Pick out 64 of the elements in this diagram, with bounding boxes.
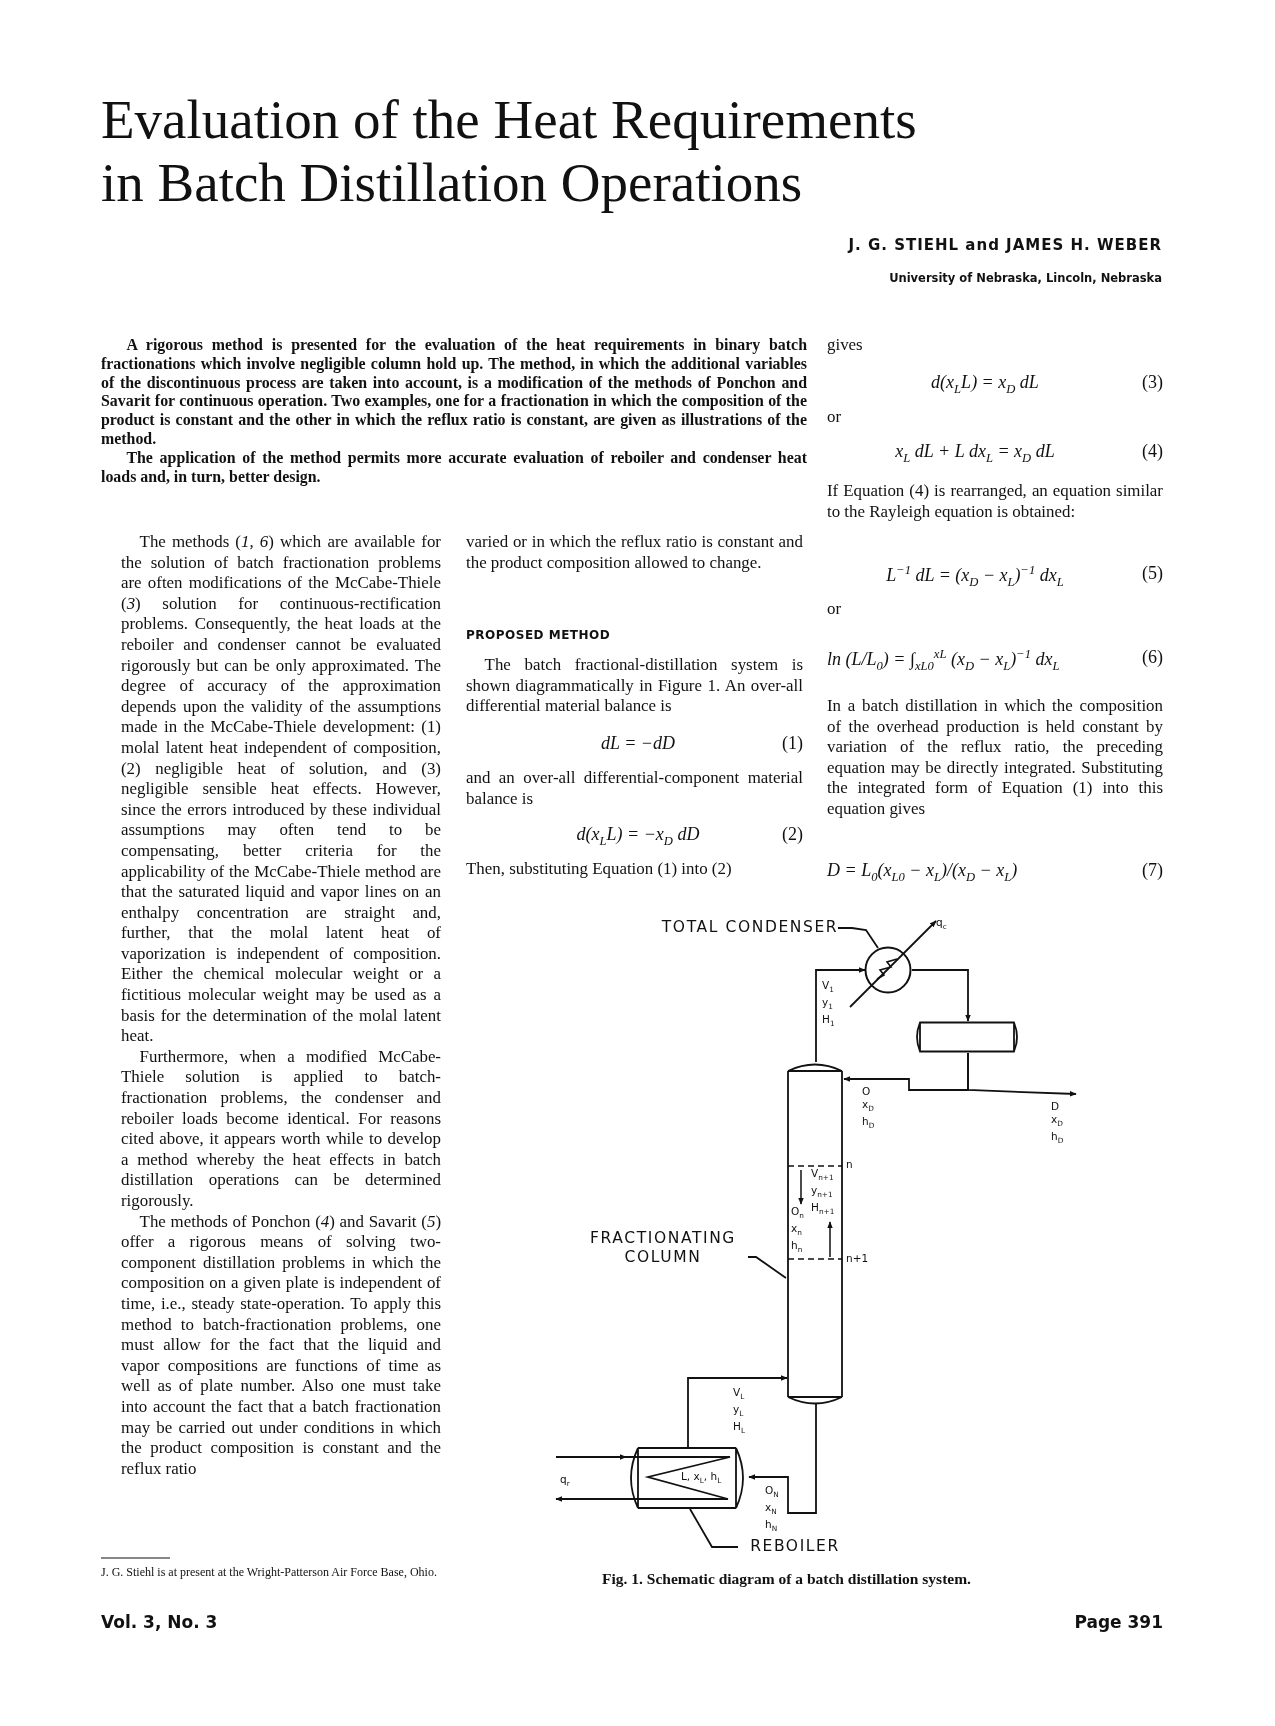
- figure-caption: Fig. 1. Schematic diagram of a batch distillation system.: [602, 1570, 972, 1588]
- component-label: REBOILER: [749, 1537, 841, 1556]
- pipe-arrow: [687, 1375, 788, 1448]
- component-label: TOTAL CONDENSER: [660, 918, 840, 937]
- pipe-arrow: [967, 1052, 1077, 1097]
- stream-label: V$_{1}$ y$_{1}$ H$_{1}$: [822, 979, 835, 1031]
- body-paragraph: and an over-all differential-component material balance is: [466, 768, 803, 810]
- equation: d(x$_{L}$L) = x$_{D}$ dL: [931, 372, 1039, 397]
- equation-number: (4): [1142, 441, 1163, 462]
- stream-label: O x$_{D}$ h$_{D}$: [862, 1085, 875, 1133]
- equation-number: (5): [1142, 563, 1163, 584]
- stream-label: O$_{N}$ x$_{N}$ h$_{N}$: [765, 1484, 779, 1536]
- stream-label: V$_{L}$ y$_{L}$ H$_{L}$: [733, 1386, 745, 1438]
- equation: ln (L/L$_{0}$) = ∫$_{xL0}$$^{xL}$ (x$_{D}$ − x$_{L}$)$^{−1}$ dx$_{L}$: [827, 647, 1060, 674]
- leader-line: [837, 927, 879, 949]
- body-paragraph: Then, substituting Equation (1) into (2): [466, 859, 733, 880]
- stream-label: O$_{n}$ x$_{n}$ h$_{n}$: [791, 1205, 804, 1257]
- body-paragraph: Furthermore, when a modified McCabe-Thiele solution is applied to batch-fractionation problems, the condenser and reboiler loads become identical. For reasons cited above, it appears worth while to develop a method whereby the heat effects in batch distillation operations can be determined rigorously.: [121, 1046, 441, 1212]
- leader-line: [747, 1256, 787, 1279]
- equation: dL = −dD: [601, 733, 675, 754]
- stream-label: q$_{r}$: [560, 1473, 570, 1489]
- body-paragraph: The methods (1, 6) which are available for the solution of batch fractionation problems are often modifications of the McCabe-Thiele (3) solution for continuous-rectification problems. Consequently, the heat loads at the reboiler and condenser cannot be evaluated rigorously but can be only approximated. The degree of accuracy of the approximation depends upon the validity of the assumptions made in the McCabe-Thiele development: (1) molal latent heat independent of composition, (2) negligible heat of solution, and (3) negligible sensible heat effects. However, since the errors introduced by these individual assumptions may often tend to be compensating, better criteria for the applicability of the McCabe-Thiele method are that the saturated liquid and vapor lines on an enthalpy concentration are straight and, further, that the molal latent heat of vaporization is independent of composition. Either the chemical molecular weight or a fictitious molecular weight may be used as a basis for the determination of the molal latent heat.: [121, 532, 441, 1047]
- pipe-arrow: [911, 969, 971, 1022]
- heat-exchanger-symbol: [864, 946, 912, 994]
- equation-number: (2): [782, 824, 803, 845]
- heat-flow-arrow: [849, 920, 937, 1008]
- body-paragraph: The batch fractional-distillation system is shown diagrammatically in Figure 1. An over-all differential material balance is: [466, 655, 803, 717]
- equation-number: (6): [1142, 647, 1163, 668]
- body-paragraph: In a batch distillation in which the composition of the overhead production is held constant by variation of the reflux ratio, the preceding equation may be directly integrated. Substituting the integrated form of Equation (1) into this equation gives: [827, 696, 1163, 820]
- equation: d(x$_{L}$L) = −x$_{D}$ dD: [576, 824, 700, 849]
- leader-line: [689, 1508, 739, 1548]
- stream-label: V$_{n+1}$ y$_{n+1}$ H$_{n+1}$: [811, 1167, 835, 1219]
- abstract-paragraph: A rigorous method is presented for the evaluation of the heat requirements in binary batch fractionations which involve negligible column hold up. The method, in which the additional variables of the discontinuous process are taken into account, is a modification of the methods of Ponchon and Savarit for continuous operation. Two examples, one for a fractionation in which the composition of the product is constant and the other in which the reflux ratio is constant, are given as illustrations of the method.: [101, 336, 807, 449]
- equation-number: (3): [1142, 372, 1163, 393]
- pipe-arrow: [555, 1496, 627, 1502]
- reflux-drum: [913, 1021, 1021, 1053]
- body-text: or: [827, 407, 842, 428]
- body-paragraph: If Equation (4) is rearranged, an equation similar to the Rayleigh equation is obtained:: [827, 481, 1163, 523]
- plate-label: n: [846, 1158, 853, 1170]
- article-title: Evaluation of the Heat Requirements in Batch Distillation Operations: [101, 88, 918, 214]
- body-text: or: [827, 599, 842, 620]
- pipe-arrow: [748, 1403, 817, 1514]
- plate-label: n+1: [846, 1252, 869, 1264]
- author-line: J. G. STIEHL and JAMES H. WEBER: [846, 236, 1162, 254]
- component-label: FRACTIONATING COLUMN: [589, 1229, 737, 1267]
- reboiler-label: L, x$_{L}$, h$_{L}$: [681, 1470, 722, 1486]
- pipe-arrow: [815, 967, 866, 1063]
- equation-number: (7): [1142, 860, 1163, 881]
- body-text: gives: [827, 335, 863, 356]
- equation-number: (1): [782, 733, 803, 754]
- page-number: Page 391: [1074, 1612, 1163, 1632]
- abstract-paragraph: The application of the method permits more accurate evaluation of reboiler and condenser heat loads and, in turn, better design.: [101, 448, 807, 487]
- equation: x$_{L}$ dL + L dx$_{L}$ = x$_{D}$ dL: [895, 441, 1055, 466]
- equation: L$^{−1}$ dL = (x$_{D}$ − x$_{L}$)$^{−1}$ dx$_{L}$: [886, 563, 1064, 590]
- stream-label: q$_{c}$: [936, 916, 947, 932]
- equation: D = L$_{0}$(x$_{L0}$ − x$_{L}$)/(x$_{D}$ − x$_{L}$): [827, 860, 1018, 885]
- footnote-text: J. G. Stiehl is at present at the Wright-Patterson Air Force Base, Ohio.: [101, 1566, 438, 1578]
- body-paragraph: varied or in which the reflux ratio is constant and the product composition allowed to change.: [466, 532, 803, 574]
- section-heading: PROPOSED METHOD: [466, 628, 611, 642]
- affiliation-text: University of Nebraska, Lincoln, Nebraska: [888, 271, 1162, 285]
- pipe-arrow: [555, 1454, 627, 1460]
- stream-label: D x$_{D}$ h$_{D}$: [1051, 1100, 1064, 1148]
- body-paragraph: The methods of Ponchon (4) and Savarit (5) offer a rigorous means of solving two-component distillation problems in which the composition on a given plate is independent of time, i.e., steady state-operation. To apply this method to batch-fractionation problems, one must allow for the fact that the liquid and vapor compositions are functions of time as well as of plate number. Also one must take into account the fact that a batch fractionation may be carried out under conditions in which the product composition is constant and the reflux ratio: [121, 1211, 441, 1480]
- issue-number: Vol. 3, No. 3: [101, 1612, 218, 1632]
